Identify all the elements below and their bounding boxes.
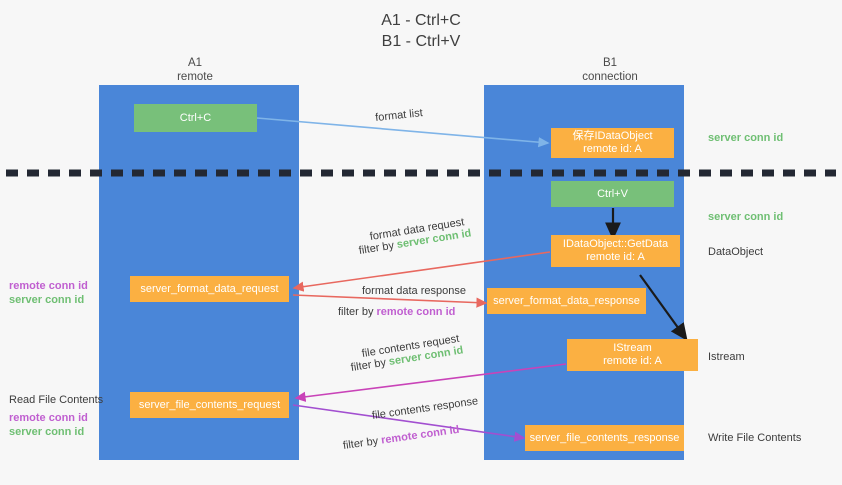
edge-label-file-contents-response-text: file contents response — [371, 395, 479, 423]
annotation-server-conn-id-mid: server conn id — [708, 210, 783, 224]
box-server-file-contents-response-label: server_file_contents_response — [529, 431, 680, 444]
annotation-server-conn-id-2: server conn id — [9, 426, 85, 438]
edge-label-format-data-response: format data response — [362, 284, 466, 298]
filter-prefix: filter by — [338, 306, 377, 318]
box-idataobject-getdata-line1: IDataObject::GetData — [562, 238, 669, 250]
annotation-server-conn-id-mid-text: server conn id — [708, 211, 784, 223]
column-header-a1-sub: remote — [177, 71, 213, 83]
box-server-format-data-response[interactable]: server_format_data_response — [487, 288, 646, 314]
title-line-2: B1 - Ctrl+V — [381, 33, 461, 50]
column-header-b1: B1 connection — [535, 56, 685, 84]
annotation-read-file-contents-text: Read File Contents — [9, 394, 104, 406]
edge-label-format-data-response-text: format data response — [362, 285, 466, 297]
edge-label-file-contents-response-filter: filter by remote conn id — [342, 423, 460, 453]
box-server-format-data-request-label: server_format_data_request — [140, 282, 279, 295]
edge-label-file-contents-response: file contents response — [371, 394, 479, 423]
box-istream-line1: IStream — [613, 342, 652, 354]
box-ctrl-v[interactable]: Ctrl+V — [551, 181, 674, 207]
box-idataobject-getdata[interactable]: IDataObject::GetData remote id: A — [551, 235, 680, 267]
filter-prefix: filter by — [342, 434, 383, 453]
box-idataobject-getdata-line2: remote id: A — [586, 251, 645, 263]
box-istream[interactable]: IStream remote id: A — [567, 339, 698, 371]
annotation-remote-conn-id-2: remote conn id — [9, 412, 88, 424]
annotation-dataobject-text: DataObject — [708, 246, 764, 258]
box-server-format-data-request[interactable]: server_format_data_request — [130, 276, 289, 302]
annotation-server-conn-id-top-text: server conn id — [708, 132, 784, 144]
box-save-idataobject-line2: remote id: A — [583, 143, 642, 155]
column-header-a1-name: A1 — [187, 57, 203, 69]
annotation-left-conn-ids-top: remote conn id server conn id — [9, 279, 88, 307]
box-ctrl-v-label: Ctrl+V — [597, 187, 628, 200]
box-ctrl-c-label: Ctrl+C — [179, 111, 212, 124]
annotation-write-file-contents: Write File Contents — [708, 431, 801, 445]
box-server-format-data-response-label: server_format_data_response — [493, 294, 640, 307]
annotation-read-file-contents: Read File Contents — [9, 393, 103, 407]
box-save-idataobject-line1: 保存IDataObject — [572, 130, 653, 142]
annotation-server-conn-id-top: server conn id — [708, 131, 783, 145]
annotation-dataobject: DataObject — [708, 245, 763, 259]
filter-value-remote-conn-id: remote conn id — [380, 423, 461, 447]
filter-value-remote-conn-id: remote conn id — [376, 306, 456, 318]
title-line-1: A1 - Ctrl+C — [381, 12, 461, 29]
filter-prefix: filter by — [349, 356, 390, 375]
annotation-write-file-contents-text: Write File Contents — [708, 432, 802, 444]
annotation-left-conn-ids-bottom: remote conn id server conn id — [9, 411, 88, 439]
page-title: A1 - Ctrl+C B1 - Ctrl+V — [0, 10, 842, 52]
box-server-file-contents-request[interactable]: server_file_contents_request — [130, 392, 289, 418]
column-header-b1-sub: connection — [582, 71, 638, 83]
box-istream-line2: remote id: A — [603, 355, 662, 367]
box-server-file-contents-response[interactable]: server_file_contents_response — [525, 425, 684, 451]
filter-prefix: filter by — [357, 239, 398, 258]
annotation-istream: Istream — [708, 350, 745, 364]
edge-label-format-data-response-filter: filter by remote conn id — [338, 305, 455, 319]
column-header-b1-name: B1 — [602, 57, 618, 69]
box-ctrl-c[interactable]: Ctrl+C — [134, 104, 257, 132]
edge-label-format-list: format list — [375, 106, 424, 125]
annotation-istream-text: Istream — [708, 351, 745, 363]
edge-label-format-list-text: format list — [374, 107, 424, 125]
box-server-file-contents-request-label: server_file_contents_request — [138, 398, 281, 411]
box-save-idataobject[interactable]: 保存IDataObject remote id: A — [551, 128, 674, 158]
annotation-server-conn-id-1: server conn id — [9, 294, 85, 306]
annotation-remote-conn-id-1: remote conn id — [9, 280, 88, 292]
column-header-a1: A1 remote — [120, 56, 270, 84]
